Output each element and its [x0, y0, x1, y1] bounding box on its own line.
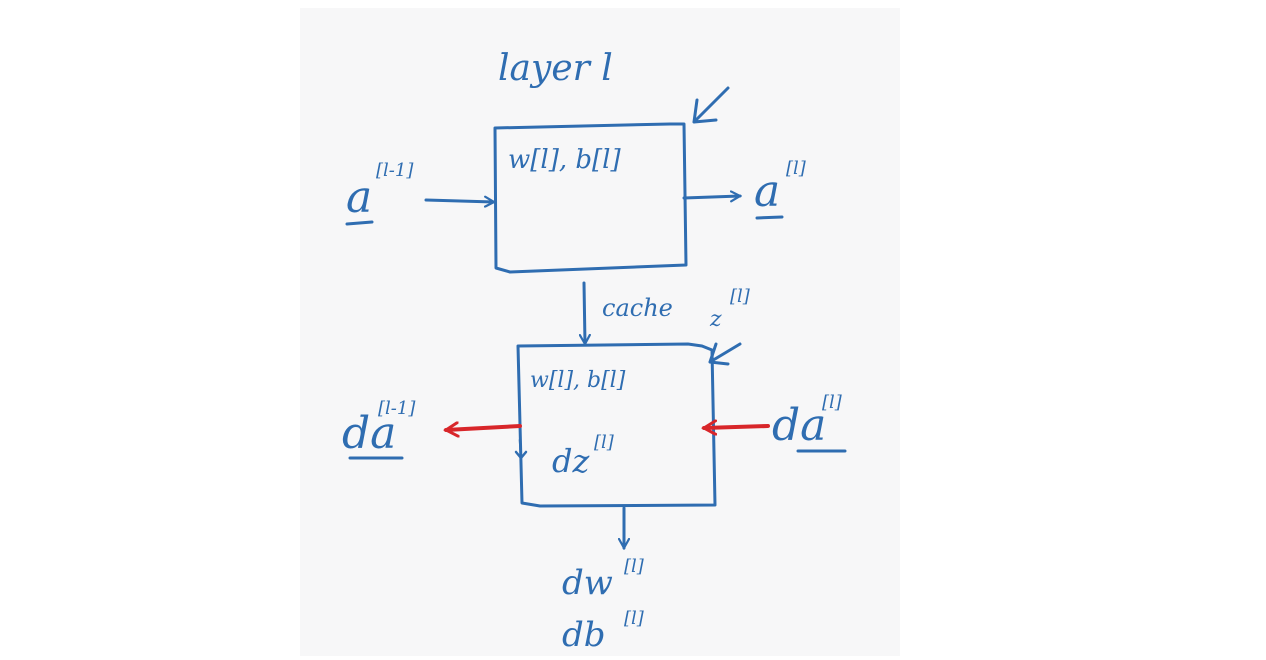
- backward-output-sup: [l-1]: [378, 398, 416, 419]
- forward-input-base: a: [346, 172, 372, 223]
- grad-w-sup: [l]: [624, 556, 645, 577]
- forward-input-arrow: [424, 200, 494, 202]
- forward-output-base: a: [754, 166, 780, 217]
- whiteboard: [300, 8, 900, 656]
- cache-arrow: [584, 281, 585, 344]
- backward-output-base: da: [342, 408, 396, 459]
- forward-input-underline: [345, 220, 374, 226]
- cache-value-sup: [l]: [730, 286, 751, 307]
- backward-input-base: da: [772, 400, 826, 451]
- backward-input-arrow: [704, 426, 770, 428]
- forward-layer-box: [493, 122, 688, 274]
- backward-inner-base: dz: [552, 442, 590, 480]
- backward-output-arrow: [446, 426, 522, 430]
- cache-label: cache: [602, 294, 673, 322]
- backward-params-label: w[l], b[l]: [530, 368, 626, 393]
- backward-box-pointer-arrow: [708, 342, 742, 366]
- forward-box-pointer-arrow: [692, 86, 730, 124]
- forward-output-arrow: [682, 196, 740, 198]
- grad-b-sup: [l]: [624, 608, 645, 629]
- forward-params-label: w[l], b[l]: [508, 145, 621, 175]
- backward-inner-sup: [l]: [594, 432, 615, 453]
- layer-title: layer l: [498, 48, 613, 89]
- backward-input-sup: [l]: [822, 392, 843, 413]
- cache-value-base: z: [709, 307, 722, 332]
- grad-b-base: db: [562, 615, 606, 655]
- forward-output-sup: [l]: [786, 158, 807, 179]
- grad-w-base: dw: [562, 563, 613, 603]
- forward-output-underline: [755, 215, 784, 220]
- inner-tick-arrow: [514, 438, 528, 460]
- forward-input-sup: [l-1]: [376, 160, 414, 181]
